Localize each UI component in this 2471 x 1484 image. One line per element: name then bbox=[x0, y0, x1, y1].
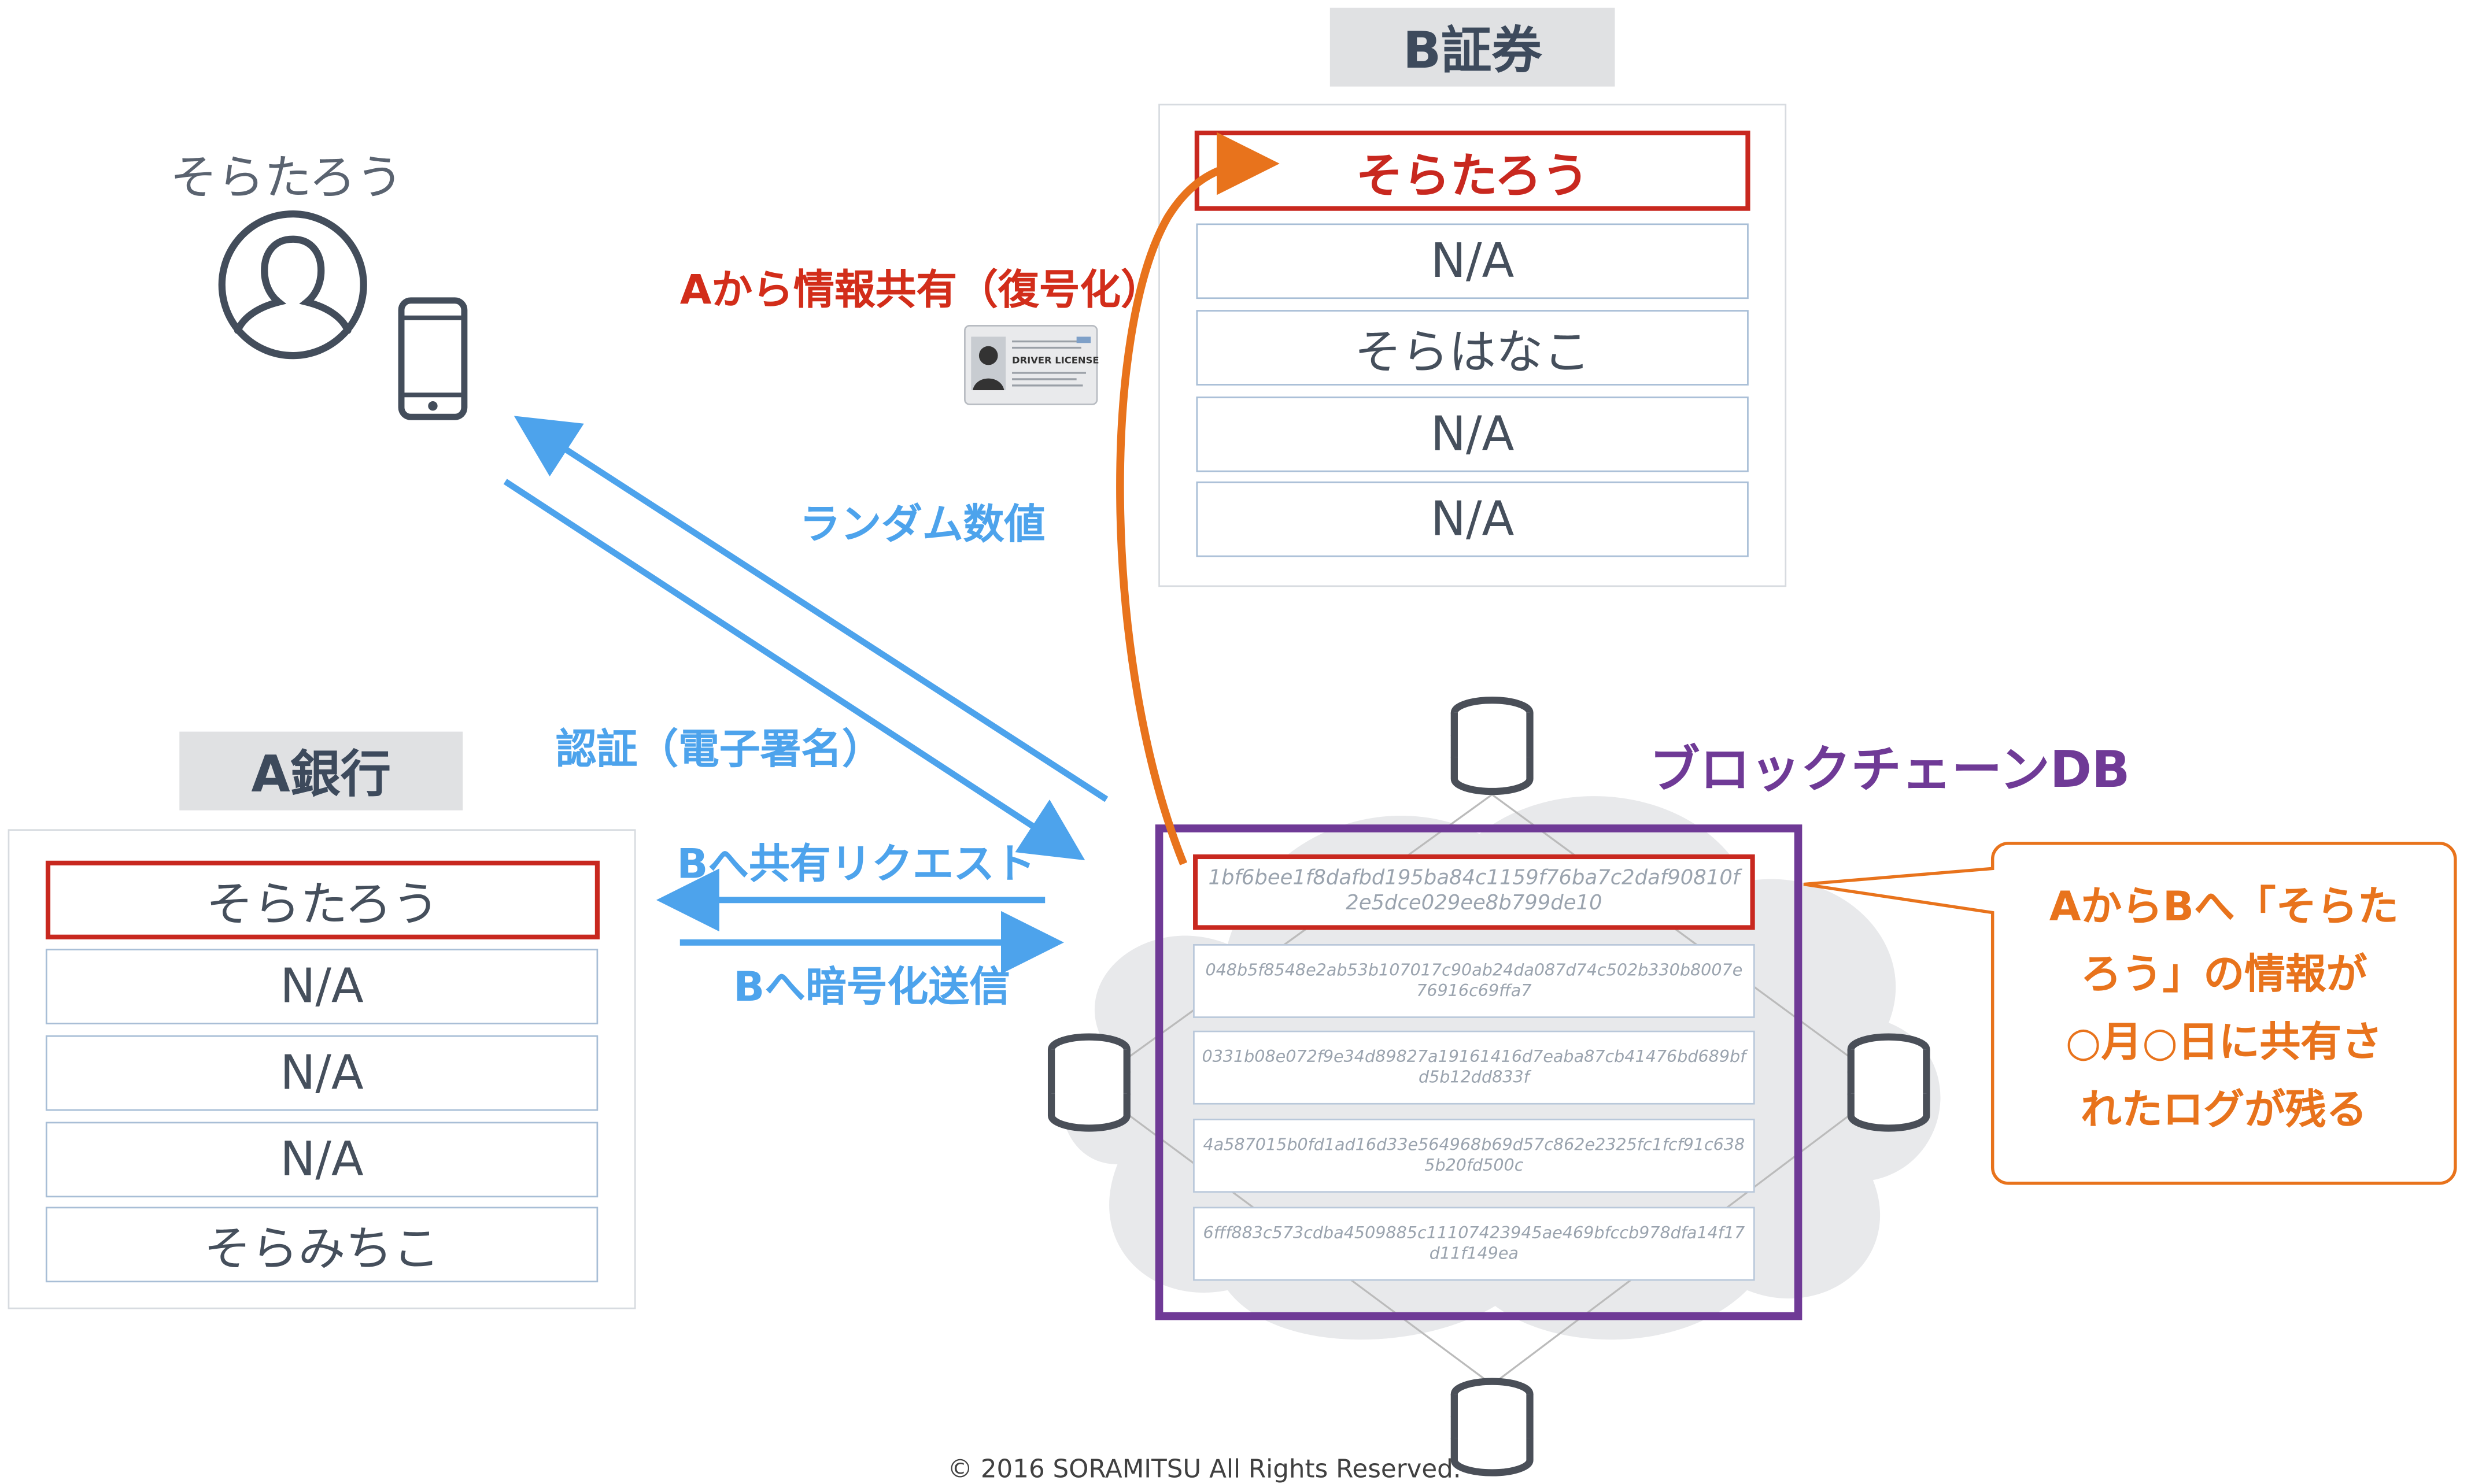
securities-b-row: N/A bbox=[1196, 396, 1749, 472]
callout-line: ○月○日に共有さ bbox=[2065, 1019, 2383, 1067]
callout-line: ろう」の情報が bbox=[2081, 952, 2367, 1000]
bank-a-title: A銀行 bbox=[179, 731, 463, 811]
block-hash: 0331b08e072f9e34d89827a19161416d7eaba87c… bbox=[1193, 1030, 1755, 1105]
random-number-label: ランダム数値 bbox=[799, 502, 1046, 549]
blockchain-box bbox=[1155, 824, 1803, 1320]
database-icon bbox=[1450, 1378, 1534, 1476]
auth-arrow bbox=[503, 479, 1085, 861]
securities-b-row: N/A bbox=[1196, 481, 1749, 557]
securities-b-row: N/A bbox=[1196, 223, 1749, 299]
callout-text: AからBへ「そらた ろう」の情報が ○月○日に共有さ れたログが残る bbox=[2007, 875, 2441, 1145]
bank-a-row: N/A bbox=[45, 1122, 599, 1198]
bank-a-row: そらみちこ bbox=[45, 1207, 599, 1283]
encrypted-send-label: Bへ暗号化送信 bbox=[733, 964, 1010, 1012]
share-from-a-arrow bbox=[1116, 132, 1280, 865]
securities-b-row-highlighted: そらたろう bbox=[1194, 130, 1750, 211]
share-from-a-label: Aから情報共有（復号化） bbox=[679, 267, 1162, 315]
callout-line: AからBへ「そらた bbox=[2049, 884, 2399, 932]
callout-line: れたログが残る bbox=[2081, 1087, 2367, 1135]
securities-b-title: B証券 bbox=[1329, 8, 1615, 87]
block-hash: 048b5f8548e2ab53b107017c90ab24da087d74c5… bbox=[1193, 944, 1755, 1018]
blockchain-db-label: ブロックチェーンDB bbox=[1649, 739, 2130, 800]
bank-a-row: N/A bbox=[45, 949, 599, 1024]
database-icon bbox=[1847, 1033, 1930, 1132]
user-name: そらたろう bbox=[169, 151, 404, 206]
securities-b-row: そらはなこ bbox=[1196, 310, 1749, 386]
block-hash: 4a587015b0fd1ad16d33e564968b69d57c862e23… bbox=[1193, 1119, 1755, 1193]
database-icon bbox=[1047, 1033, 1131, 1132]
copyright-footer: © 2016 SORAMITSU All Rights Reserved. bbox=[947, 1453, 1461, 1484]
bank-a-row-highlighted: そらたろう bbox=[45, 860, 600, 939]
bank-a-row: N/A bbox=[45, 1035, 599, 1111]
block-hash-highlighted: 1bf6bee1f8dafbd195ba84c1159f76ba7c2daf90… bbox=[1193, 854, 1755, 930]
database-icon bbox=[1450, 697, 1534, 795]
license-card-text: DRIVER LICENSE bbox=[1012, 355, 1099, 366]
share-request-label: Bへ共有リクエスト bbox=[677, 842, 1036, 889]
callout-bubble bbox=[1803, 842, 2457, 1185]
smartphone-icon bbox=[398, 297, 468, 420]
auth-label: 認証（電子署名） bbox=[555, 727, 883, 775]
block-hash: 6fff883c573cdba4509885c11107423945ae469b… bbox=[1193, 1207, 1755, 1281]
user-avatar-icon bbox=[218, 210, 367, 360]
random-number-arrow bbox=[514, 416, 1109, 802]
driver-license-icon: DRIVER LICENSE bbox=[964, 325, 1099, 405]
